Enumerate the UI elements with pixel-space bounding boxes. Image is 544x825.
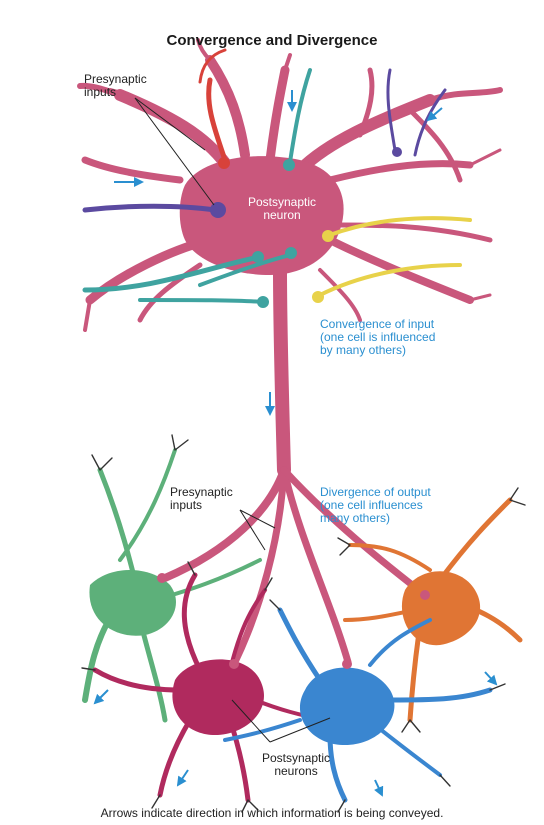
- presynaptic-input-teal-top: [290, 70, 310, 162]
- postsynaptic-neurons-label: Postsynaptic neurons: [262, 752, 330, 778]
- purple-input-terminal: [210, 202, 226, 218]
- teal-input-terminal-3: [257, 296, 269, 308]
- postsynaptic-neuron-label: Postsynaptic neuron: [248, 196, 316, 222]
- teal-input-terminal-1: [252, 251, 264, 263]
- teal-input-terminal-2: [285, 247, 297, 259]
- convergence-label: Convergence of input (one cell is influe…: [320, 318, 435, 357]
- main-postsynaptic-neuron: [80, 40, 500, 662]
- divergence-label: Divergence of output (one cell influence…: [320, 486, 431, 525]
- arrow-orange-out: [485, 672, 496, 684]
- yellow-input-terminal-2: [312, 291, 324, 303]
- teal-input-terminal-top: [283, 159, 295, 171]
- arrow-blue-out: [375, 780, 382, 795]
- page-title: Convergence and Divergence: [0, 32, 544, 49]
- arrow-magenta-out: [178, 770, 188, 785]
- presynaptic-inputs-top-label: Presynaptic inputs: [84, 73, 147, 99]
- yellow-input-terminal-1: [322, 230, 334, 242]
- red-input-terminal: [218, 157, 230, 169]
- purple-input-terminal-2: [392, 147, 402, 157]
- caption: Arrows indicate direction in which infor…: [0, 806, 544, 820]
- arrow-green-out: [95, 690, 108, 703]
- presynaptic-inputs-mid-label: Presynaptic inputs: [170, 486, 233, 512]
